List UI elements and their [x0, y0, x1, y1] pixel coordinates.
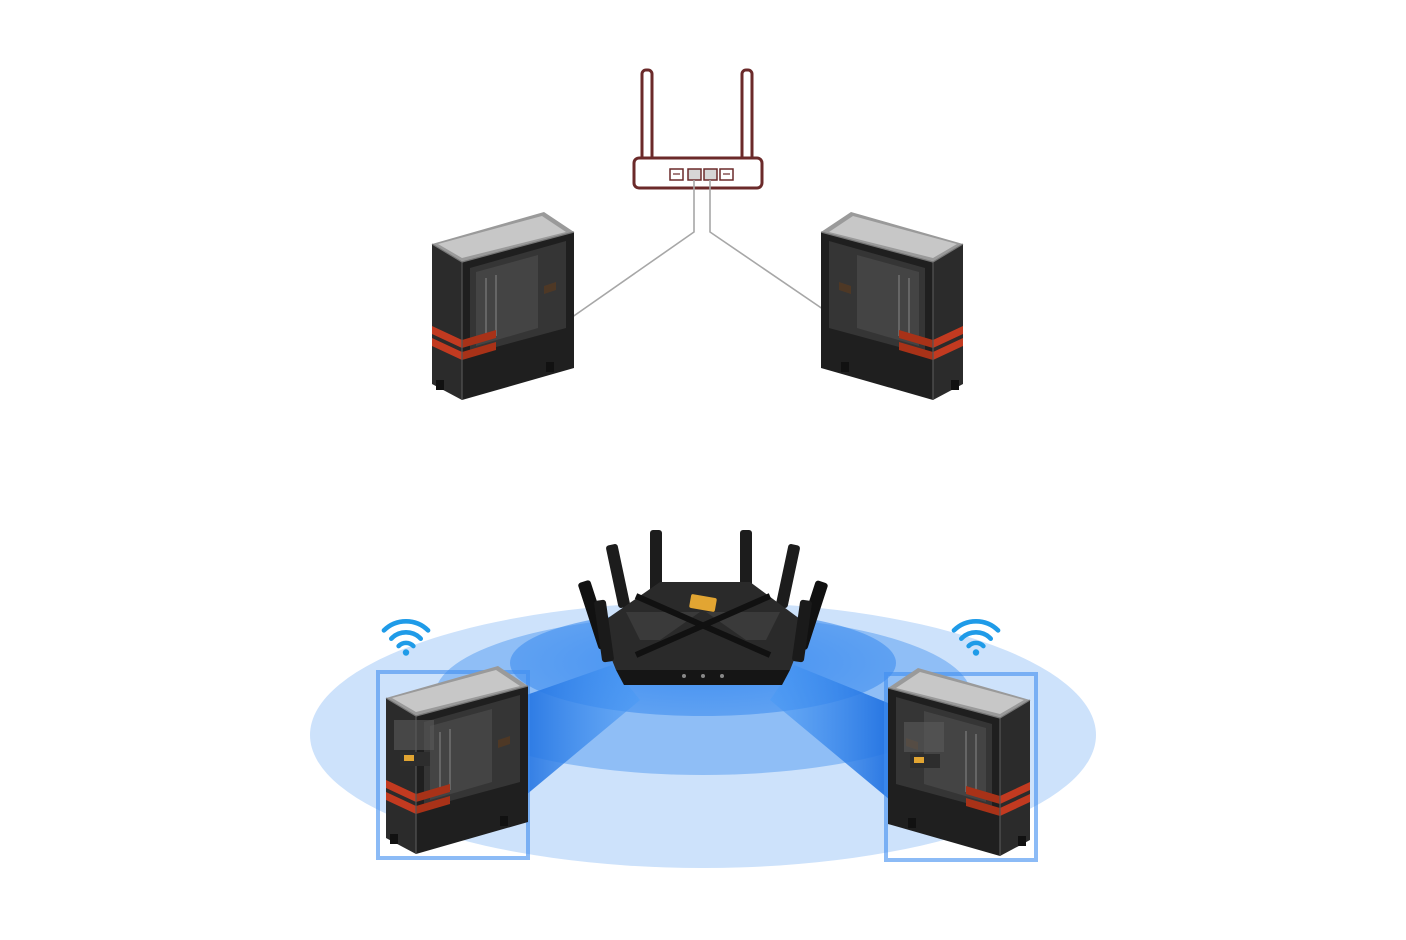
- wireless-scene: [310, 530, 1096, 868]
- cable-left: [567, 180, 695, 321]
- wifi-router: [578, 530, 828, 685]
- wifi-beam-right: [770, 665, 893, 800]
- wireless-pc-right: [884, 667, 1038, 862]
- router-ports: [669, 168, 734, 181]
- wireless-pc-left: [376, 665, 530, 860]
- pc-left: [430, 210, 576, 402]
- wifi-beam-left: [512, 665, 640, 800]
- pc-right: [819, 210, 965, 402]
- wired-scene: [430, 68, 965, 402]
- cable-right: [709, 180, 837, 319]
